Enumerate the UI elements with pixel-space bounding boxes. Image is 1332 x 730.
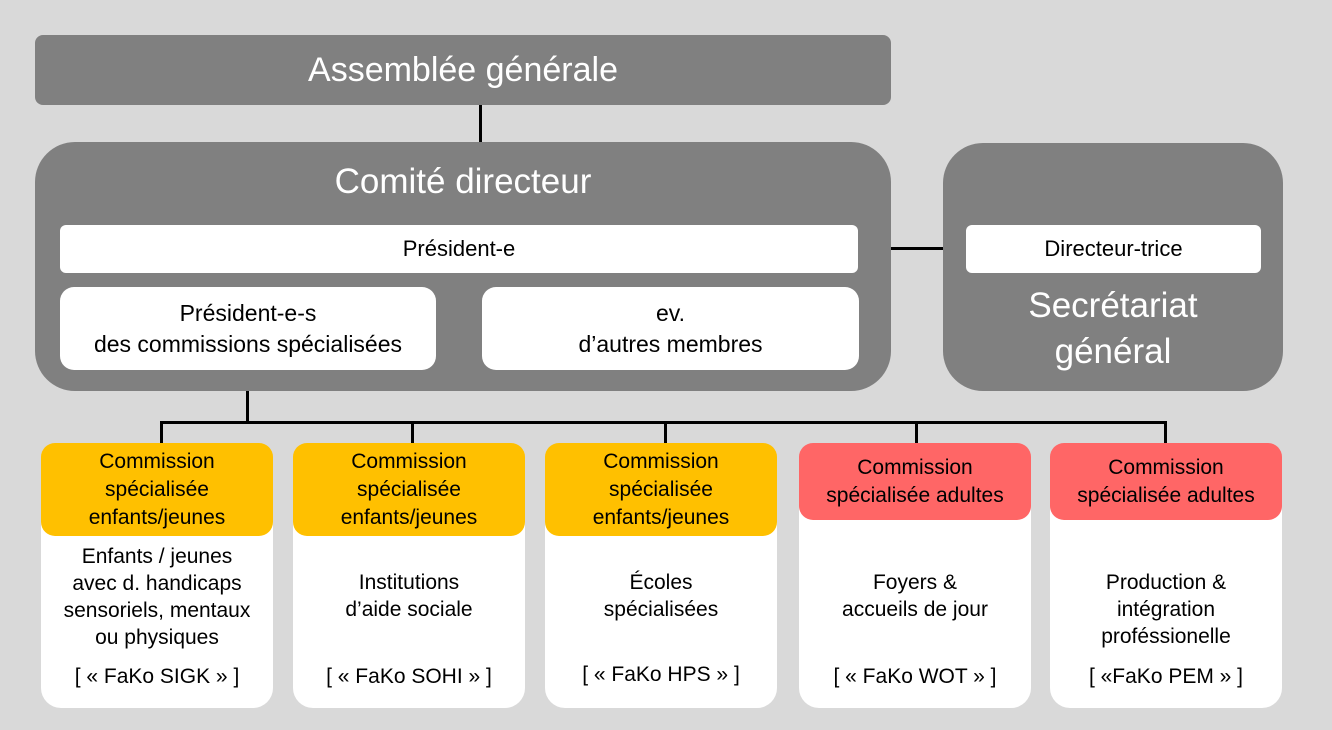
commission-card-pem: Commission spécialisée adultes Productio…: [1050, 443, 1282, 708]
other-members-line-1: ev.: [656, 299, 685, 326]
commission-header-line: enfants/jeunes: [592, 505, 730, 529]
commission-header-line: spécialisée: [357, 477, 461, 501]
commission-card-sohi: Commission spécialisée enfants/jeunes In…: [293, 443, 525, 708]
connector-commission-2: [411, 421, 414, 443]
commission-header: Commission spécialisée enfants/jeunes: [293, 443, 525, 536]
commission-header-line: enfants/jeunes: [340, 505, 478, 529]
commission-code: [ «FaKo PEM » ]: [1088, 665, 1244, 688]
commission-description-line: sensoriels, mentaux: [63, 599, 251, 622]
commission-description: Enfants / jeunes avec d. handicaps senso…: [41, 543, 273, 651]
assembly-box: Assemblée générale: [35, 35, 891, 105]
commission-presidents-box: Président-e-s des commissions spécialisé…: [60, 287, 436, 370]
commission-description-line: d’aide sociale: [345, 598, 473, 621]
commission-description-line: proféssionelle: [1101, 625, 1231, 648]
commission-header-line: enfants/jeunes: [88, 505, 226, 529]
commission-header-line: Commission: [1108, 455, 1224, 479]
commission-header-line: Commission: [351, 449, 467, 473]
director-box: Directeur-trice: [966, 225, 1261, 273]
commission-description: Foyers & accueils de jour: [799, 569, 1031, 623]
other-members-line-2: d’autres membres: [578, 330, 763, 357]
commission-header-line: spécialisée: [105, 477, 209, 501]
steering-committee-title: Comité directeur: [334, 162, 592, 201]
president-box: Président-e: [60, 225, 858, 273]
commission-description-line: spécialisées: [603, 598, 719, 621]
commission-header: Commission spécialisée enfants/jeunes: [41, 443, 273, 536]
director-label: Directeur-trice: [1044, 236, 1183, 261]
commission-description: Production & intégration proféssionelle: [1050, 569, 1282, 650]
commission-description-line: Enfants / jeunes: [81, 545, 233, 568]
commission-header: Commission spécialisée adultes: [1050, 443, 1282, 520]
commission-description: Écoles spécialisées: [545, 569, 777, 623]
commission-card-wot: Commission spécialisée adultes Foyers & …: [799, 443, 1031, 708]
commission-presidents-line-1: Président-e-s: [179, 299, 317, 326]
commission-presidents-line-2: des commissions spécialisées: [93, 330, 403, 357]
assembly-label: Assemblée générale: [308, 50, 618, 89]
commission-code: [ « FaKo HPS » ]: [582, 663, 740, 686]
commission-card-sigk: Commission spécialisée enfants/jeunes En…: [41, 443, 273, 708]
commission-header: Commission spécialisée adultes: [799, 443, 1031, 520]
commission-header-line: Commission: [603, 449, 719, 473]
commission-card-hps: Commission spécialisée enfants/jeunes Éc…: [545, 443, 777, 708]
commission-description-line: Institutions: [358, 571, 460, 594]
commission-header-line: Commission: [99, 449, 215, 473]
commission-description-line: accueils de jour: [842, 598, 988, 621]
connector-commissions-bus: [160, 421, 1167, 424]
secretariat-title: Secrétariat général: [943, 283, 1283, 375]
commission-code: [ « FaKo SOHI » ]: [326, 665, 492, 688]
commission-header-line: spécialisée: [609, 477, 713, 501]
other-members-box: ev. d’autres membres: [482, 287, 859, 370]
president-label: Président-e: [402, 236, 516, 261]
connector-committee-commissions: [246, 370, 249, 422]
steering-committee-box: Comité directeur Président-e Président-e…: [35, 142, 891, 391]
commission-description: Institutions d’aide sociale: [293, 569, 525, 623]
secretariat-box: Directeur-trice Secrétariat général: [943, 143, 1283, 391]
commission-description-line: avec d. handicaps: [72, 572, 242, 595]
commission-header-line: Commission: [857, 455, 973, 479]
connector-commission-3: [664, 421, 667, 443]
connector-commission-5: [1164, 421, 1167, 443]
commission-code: [ « FaKo WOT » ]: [833, 665, 997, 688]
commission-header-line: spécialisée adultes: [1077, 483, 1255, 507]
connector-commission-4: [915, 421, 918, 443]
commission-description-line: Foyers &: [872, 571, 958, 594]
connector-president-director: [858, 247, 966, 250]
secretariat-title-line-1: Secrétariat: [1028, 286, 1198, 325]
secretariat-title-line-2: général: [1054, 332, 1172, 371]
commission-code: [ « FaKo SIGK » ]: [74, 665, 240, 688]
connector-assembly-committee: [479, 105, 482, 142]
commission-description-line: intégration: [1116, 598, 1216, 621]
connector-commission-1: [160, 421, 163, 443]
commission-description-line: Écoles: [629, 571, 693, 594]
commission-header-line: spécialisée adultes: [826, 483, 1004, 507]
commission-header: Commission spécialisée enfants/jeunes: [545, 443, 777, 536]
commission-description-line: Production &: [1105, 571, 1227, 594]
commission-description-line: ou physiques: [95, 626, 219, 649]
